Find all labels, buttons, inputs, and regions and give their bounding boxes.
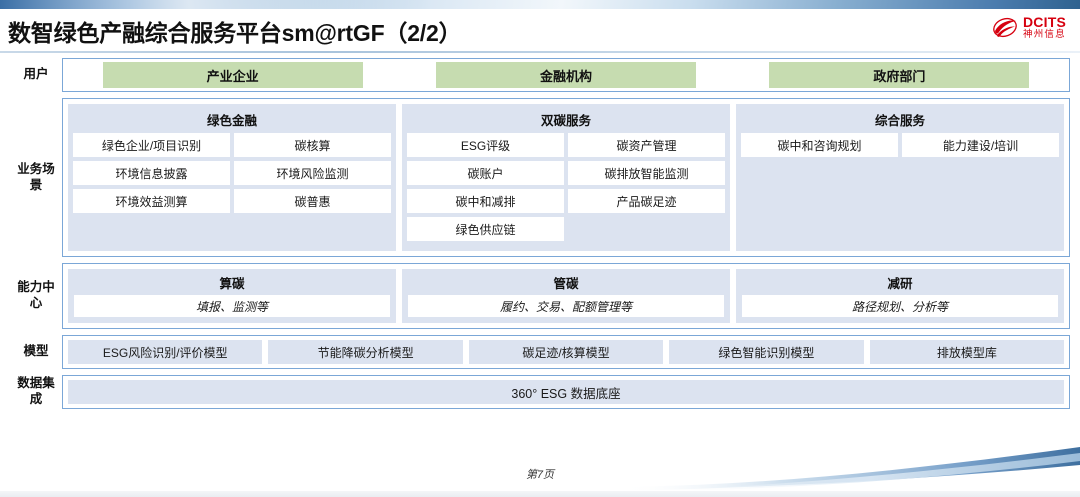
slide-header: 数智绿色产融综合服务平台sm@rtGF（2/2） DCITS 神州信息	[0, 9, 1080, 53]
tile-green-supply-chain[interactable]: 绿色供应链	[407, 217, 564, 241]
bottom-edge-strip	[0, 491, 1080, 497]
tile-environmental-benefit-calculation[interactable]: 环境效益测算	[73, 189, 230, 213]
panel-title-green-finance: 绿色金融	[206, 114, 257, 128]
tile-carbon-asset-management[interactable]: 碳资产管理	[568, 133, 725, 157]
tile-product-carbon-footprint[interactable]: 产品碳足迹	[568, 189, 725, 213]
capability-subtitle-calculate-carbon: 填报、监测等	[74, 295, 390, 317]
row-label-business-scenario: 业务场景	[17, 161, 55, 192]
tile-carbon-neutral-reduction[interactable]: 碳中和减排	[407, 189, 564, 213]
panel-title-dual-carbon-service: 双碳服务	[540, 114, 591, 128]
row-body-user: 产业企业 金融机构 政府部门	[62, 58, 1070, 92]
capability-title-reduction-research: 减研	[887, 277, 913, 291]
tile-environmental-disclosure[interactable]: 环境信息披露	[73, 161, 230, 185]
row-body-model: ESG风险识别/评价模型 节能降碳分析模型 碳足迹/核算模型 绿色智能识别模型 …	[62, 335, 1070, 369]
capability-panel-calculate-carbon[interactable]: 算碳 填报、监测等	[68, 269, 396, 323]
tile-grid-comprehensive-service: 碳中和咨询规划 能力建设/培训	[741, 133, 1059, 157]
row-label-capability-center: 能力中心	[17, 280, 55, 310]
model-chip-green-smart-identification[interactable]: 绿色智能识别模型	[669, 340, 864, 364]
brand-subtitle: 神州信息	[1023, 29, 1066, 40]
header-divider	[0, 51, 1080, 53]
panel-comprehensive-service: 综合服务 碳中和咨询规划 能力建设/培训	[736, 104, 1064, 251]
capability-subtitle-manage-carbon: 履约、交易、配额管理等	[408, 295, 724, 317]
tile-grid-green-finance: 绿色企业/项目识别 碳核算 环境信息披露 环境风险监测 环境效益测算 碳普惠	[73, 133, 391, 213]
page-title: 数智绿色产融综合服务平台sm@rtGF（2/2）	[8, 20, 462, 46]
tile-green-enterprise-identification[interactable]: 绿色企业/项目识别	[73, 133, 230, 157]
tile-environmental-risk-monitoring[interactable]: 环境风险监测	[234, 161, 391, 185]
row-label-user: 用户	[23, 67, 49, 82]
model-chip-carbon-footprint[interactable]: 碳足迹/核算模型	[468, 340, 664, 364]
row-data-integration: 数据集成 360° ESG 数据底座	[10, 375, 1070, 409]
page-number-note: 第7页	[525, 469, 555, 481]
panel-spacer	[73, 213, 391, 245]
model-chip-emission-library[interactable]: 排放模型库	[869, 340, 1065, 364]
row-label-model: 模型	[23, 344, 49, 359]
model-chip-esg-risk[interactable]: ESG风险识别/评价模型	[68, 340, 263, 364]
panel-green-finance: 绿色金融 绿色企业/项目识别 碳核算 环境信息披露 环境风险监测 环境效益测算 …	[68, 104, 396, 251]
panel-spacer	[407, 241, 725, 245]
brand-logo: DCITS 神州信息	[992, 15, 1066, 40]
brand-text-block: DCITS 神州信息	[1023, 15, 1066, 40]
dcits-swirl-icon	[993, 18, 1017, 38]
user-cell: 金融机构	[399, 62, 732, 88]
row-model: 模型 ESG风险识别/评价模型 节能降碳分析模型 碳足迹/核算模型 绿色智能识别…	[10, 335, 1070, 369]
row-body-business-scenario: 绿色金融 绿色企业/项目识别 碳核算 环境信息披露 环境风险监测 环境效益测算 …	[62, 98, 1070, 257]
tile-carbon-accounting[interactable]: 碳核算	[234, 133, 391, 157]
row-body-capability-center: 算碳 填报、监测等 管碳 履约、交易、配额管理等 减研 路径规划、分析等	[62, 263, 1070, 329]
user-cell: 政府部门	[733, 62, 1066, 88]
row-user: 用户 产业企业 金融机构 政府部门	[10, 58, 1070, 92]
capability-title-manage-carbon: 管碳	[553, 277, 579, 291]
tile-capacity-building-training[interactable]: 能力建设/培训	[902, 133, 1059, 157]
capability-title-calculate-carbon: 算碳	[219, 277, 245, 291]
capability-subtitle-reduction-research: 路径规划、分析等	[742, 295, 1058, 317]
panel-spacer	[741, 157, 1059, 245]
tile-carbon-neutral-consulting[interactable]: 碳中和咨询规划	[741, 133, 898, 157]
brand-name: DCITS	[1023, 14, 1066, 30]
row-capability-center: 能力中心 算碳 填报、监测等 管碳 履约、交易、配额管理等 减研 路径规划、分析…	[10, 263, 1070, 329]
user-chip-industry[interactable]: 产业企业	[102, 62, 363, 88]
tile-carbon-account[interactable]: 碳账户	[407, 161, 564, 185]
tile-carbon-inclusive[interactable]: 碳普惠	[234, 189, 391, 213]
capability-panel-manage-carbon[interactable]: 管碳 履约、交易、配额管理等	[402, 269, 730, 323]
architecture-matrix: 用户 产业企业 金融机构 政府部门 业务场景 绿色金融 绿色企业/项目识别 碳核…	[10, 58, 1070, 415]
row-business-scenario: 业务场景 绿色金融 绿色企业/项目识别 碳核算 环境信息披露 环境风险监测 环境…	[10, 98, 1070, 257]
data-foundation-bar[interactable]: 360° ESG 数据底座	[68, 380, 1064, 404]
panel-dual-carbon-service: 双碳服务 ESG评级 碳资产管理 碳账户 碳排放智能监测 碳中和减排 产品碳足迹…	[402, 104, 730, 251]
row-body-data-integration: 360° ESG 数据底座	[62, 375, 1070, 409]
tile-carbon-emission-smart-monitoring[interactable]: 碳排放智能监测	[568, 161, 725, 185]
tile-grid-dual-carbon-service: ESG评级 碳资产管理 碳账户 碳排放智能监测 碳中和减排 产品碳足迹 绿色供应…	[407, 133, 725, 241]
capability-panel-reduction-research[interactable]: 减研 路径规划、分析等	[736, 269, 1064, 323]
user-chip-financial[interactable]: 金融机构	[436, 62, 696, 88]
model-chip-energy-saving[interactable]: 节能降碳分析模型	[268, 340, 463, 364]
row-label-data-integration: 数据集成	[17, 376, 55, 406]
user-cell: 产业企业	[66, 62, 399, 88]
tile-esg-rating[interactable]: ESG评级	[407, 133, 564, 157]
panel-title-comprehensive-service: 综合服务	[874, 114, 925, 128]
user-chip-government[interactable]: 政府部门	[769, 62, 1030, 88]
top-decorative-band	[0, 0, 1080, 9]
